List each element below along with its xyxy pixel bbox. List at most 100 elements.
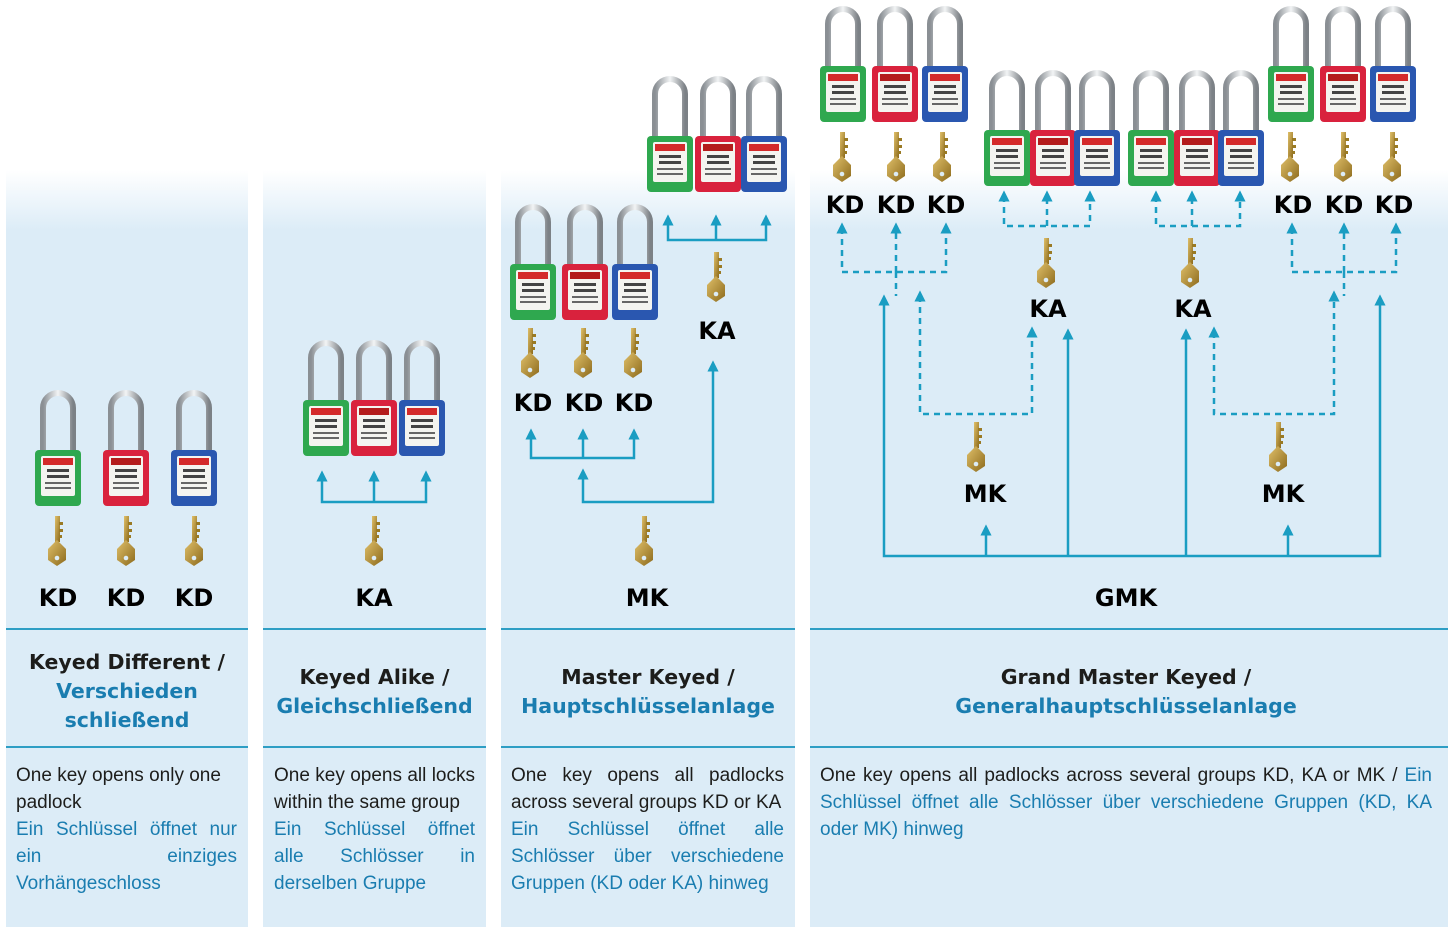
key-icon [365,516,383,566]
padlock-green-icon [35,393,81,506]
key-icon [887,132,905,182]
padlock-red-icon [1320,9,1366,122]
gmk-group [820,9,1416,558]
key-icon [635,516,653,566]
key-icon [1281,132,1299,182]
connector-arrows [316,470,432,504]
key-icon [933,132,951,182]
label-kd: KD [825,191,865,219]
label-mk: MK [963,480,1007,508]
caption-title-en: Grand Master Keyed / [1000,665,1252,689]
key-icon [117,516,135,566]
key-icon [1037,238,1055,288]
label-kd: KD [1324,191,1364,219]
description-de: Ein Schlüssel öffnet nur ein einziges Vo… [16,819,237,894]
padlock-green-icon [1128,73,1174,186]
divider [501,746,795,748]
label-kd: KD [38,584,78,612]
padlock-green-icon [1268,9,1314,122]
key-icon [48,516,66,566]
divider [6,628,248,630]
padlock-blue-icon [922,9,968,122]
caption-title-de: Gleichschließend [276,694,473,718]
padlock-blue-icon [1370,9,1416,122]
key-icon [574,328,592,378]
key-icon [1181,238,1199,288]
key-icon [521,328,539,378]
padlock-red-icon [1174,73,1220,186]
caption-title-en: Master Keyed / [561,665,735,689]
padlock-red-icon [562,207,608,320]
padlock-red-icon [1030,73,1076,186]
description-de: Ein Schlüssel öffnet alle Schlösser in d… [274,819,475,894]
description: One key opens all padlocks across severa… [820,762,1432,843]
key-icon [707,252,725,302]
label-kd: KD [1273,191,1313,219]
key-icon [1383,132,1401,182]
label-gmk: GMK [1094,584,1158,612]
description-en: One key opens all padlocks across severa… [820,765,1398,786]
key-icon [624,328,642,378]
label-ka: KA [355,584,393,612]
description-en: One key opens only one padlock [16,765,221,813]
padlock-blue-icon [1074,73,1120,186]
description-en: One key opens all padlocks across severa… [511,765,784,813]
caption-title-de: Verschieden [56,679,198,703]
padlock-blue-icon [741,79,787,192]
description: One key opens all padlocks across severa… [511,762,784,897]
label-kd: KD [564,389,604,417]
key-icon [967,422,985,472]
description: One key opens all locks within the same … [274,762,475,897]
description: One key opens only one padlock Ein Schlü… [16,762,237,897]
divider [6,746,248,748]
label-kd: KD [513,389,553,417]
label-ka: KA [698,317,736,345]
caption-title-de: Hauptschlüsselanlage [521,694,775,718]
description-de: Ein Schlüssel öffnet alle Schlösser über… [511,819,784,894]
key-icon [1269,422,1287,472]
label-kd: KD [106,584,146,612]
label-ka: KA [1029,295,1067,323]
caption-title-de: schließend [64,708,190,732]
padlock-green-icon [647,79,693,192]
connector-arrows [525,214,772,504]
connector-arrows [836,190,1402,558]
label-ka: KA [1174,295,1212,323]
padlock-blue-icon [1218,73,1264,186]
padlock-red-icon [103,393,149,506]
divider [263,746,486,748]
padlock-green-icon [984,73,1030,186]
padlock-green-icon [510,207,556,320]
divider [810,628,1448,630]
padlock-green-icon [820,9,866,122]
label-kd: KD [876,191,916,219]
description-en: One key opens all locks within the same … [274,765,475,813]
ka-group [303,343,445,566]
label-mk: MK [625,584,669,612]
caption-title-en: Keyed Different / [28,650,226,674]
kd-locks [35,393,217,566]
key-icon [1334,132,1352,182]
divider [810,746,1448,748]
label-kd: KD [614,389,654,417]
divider [263,628,486,630]
caption-title-en: Keyed Alike / [299,665,450,689]
divider [501,628,795,630]
padlock-red-icon [872,9,918,122]
key-icon [185,516,203,566]
padlock-blue-icon [399,343,445,456]
key-icon [833,132,851,182]
padlock-blue-icon [612,207,658,320]
padlock-red-icon [351,343,397,456]
label-mk: MK [1261,480,1305,508]
caption-title-de: Generalhauptschlüsselanlage [955,694,1297,718]
padlock-green-icon [303,343,349,456]
description-de: Ein Schlüssel öffnet alle Schlösser über… [820,765,1432,840]
label-kd: KD [926,191,966,219]
padlock-red-icon [695,79,741,192]
padlock-blue-icon [171,393,217,506]
label-kd: KD [174,584,214,612]
label-kd: KD [1374,191,1414,219]
mk-group [510,79,787,566]
